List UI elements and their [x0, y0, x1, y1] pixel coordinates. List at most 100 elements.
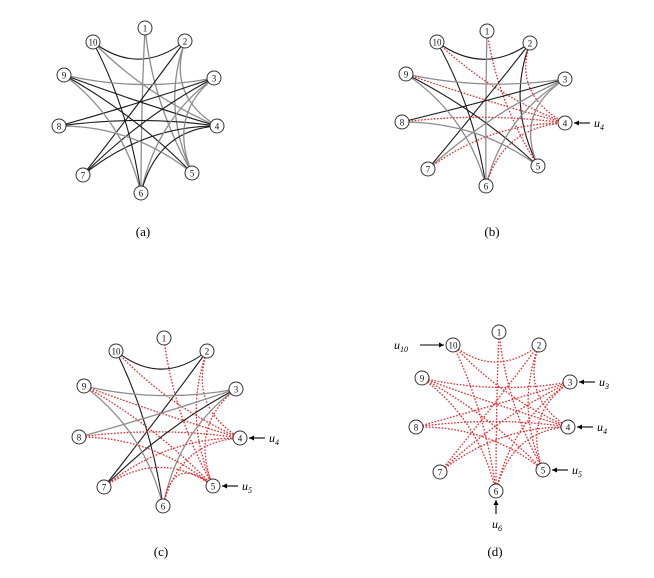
node-label: 1	[485, 27, 490, 37]
edge-b-5-3	[530, 78, 566, 167]
edge-c-10-6	[115, 350, 164, 507]
node-b-7: 7	[420, 161, 436, 177]
edge-c-9-3	[83, 385, 237, 397]
node-label: 4	[566, 423, 571, 433]
arrow-head	[577, 424, 582, 430]
node-circle	[432, 464, 448, 480]
edge-c-9-4	[83, 385, 241, 439]
node-circle	[76, 378, 92, 394]
edge-c-7-5	[103, 466, 214, 488]
node-a-10: 10	[85, 34, 101, 50]
annotation-u4: u4	[577, 420, 607, 436]
edge-b-10-6	[436, 41, 487, 187]
node-c-8: 8	[71, 429, 87, 445]
node-b-9: 9	[398, 66, 414, 82]
node-c-10: 10	[108, 343, 124, 359]
node-label: 6	[484, 182, 489, 192]
edge-b-7-4	[427, 122, 566, 170]
node-circle	[557, 115, 573, 131]
edge-c-10-4	[115, 350, 241, 439]
edge-b-10-2	[436, 41, 531, 60]
edge-a-10-2	[92, 40, 186, 60]
node-label: 2	[205, 347, 210, 357]
node-circle	[206, 70, 222, 86]
annotation-u5: u5	[222, 479, 252, 495]
node-label: 7	[438, 468, 443, 478]
edges	[401, 30, 566, 187]
node-d-10: 10	[445, 337, 461, 353]
edge-d-1-6	[495, 331, 500, 492]
node-d-2: 2	[531, 337, 547, 353]
node-d-3: 3	[562, 374, 578, 390]
annotation-label: u5	[242, 479, 252, 495]
edges	[78, 337, 241, 507]
node-circle	[408, 419, 424, 435]
edge-d-7-3	[439, 381, 571, 473]
node-circle	[232, 430, 248, 446]
node-label: 2	[183, 37, 188, 47]
node-circle	[530, 158, 546, 174]
edge-d-1-5	[498, 331, 544, 471]
edge-c-10-2	[115, 350, 208, 370]
node-b-4: 4	[557, 115, 573, 131]
node-label: 6	[161, 502, 166, 512]
edge-a-2-5	[174, 40, 193, 174]
edge-a-6-4	[140, 125, 218, 194]
node-b-6: 6	[478, 178, 494, 194]
node-d-8: 8	[408, 419, 424, 435]
annotation-u4: u4	[574, 116, 604, 132]
annotation-u4: u4	[249, 431, 279, 447]
node-b-3: 3	[557, 71, 573, 87]
node-circle	[531, 337, 547, 353]
edge-a-8-4	[58, 119, 218, 127]
arrow-head	[249, 435, 254, 441]
node-circle	[394, 114, 410, 130]
node-circle	[445, 337, 461, 353]
node-a-2: 2	[177, 33, 193, 49]
annotation-label: u10	[394, 338, 408, 354]
edges	[415, 331, 571, 492]
node-label: 10	[433, 38, 443, 48]
node-circle	[479, 23, 495, 39]
edge-d-10-4	[452, 344, 569, 428]
node-c-6: 6	[155, 498, 171, 514]
arrow-head	[574, 120, 579, 126]
node-circle	[137, 20, 153, 36]
node-label: 8	[414, 423, 419, 433]
node-circle	[184, 165, 200, 181]
edge-d-9-4	[421, 377, 569, 428]
edge-c-7-3	[103, 388, 237, 488]
node-label: 1	[497, 328, 502, 338]
edge-a-8-3	[58, 77, 215, 127]
node-label: 8	[77, 433, 82, 443]
node-label: 4	[238, 434, 243, 444]
node-label: 7	[426, 165, 431, 175]
edge-a-10-6	[92, 41, 142, 194]
edge-a-9-3	[63, 74, 215, 86]
node-label: 10	[89, 38, 99, 48]
caption-a: (a)	[136, 224, 150, 239]
node-label: 9	[62, 71, 67, 81]
node-label: 10	[112, 347, 122, 357]
node-circle	[96, 479, 112, 495]
edge-b-8-3	[401, 78, 566, 123]
node-circle	[535, 462, 551, 478]
edge-a-1-6	[140, 27, 146, 194]
node-c-9: 9	[76, 378, 92, 394]
node-circle	[228, 381, 244, 397]
node-label: 4	[215, 122, 220, 132]
node-label: 10	[449, 341, 459, 351]
node-a-8: 8	[51, 118, 67, 134]
node-label: 3	[568, 378, 573, 388]
node-label: 1	[143, 24, 148, 34]
edge-b-9-6	[405, 73, 487, 187]
edge-c-9-5	[83, 385, 214, 487]
node-b-5: 5	[530, 158, 546, 174]
edge-d-2-4	[533, 344, 569, 428]
edge-c-6-3	[162, 388, 237, 507]
node-a-7: 7	[75, 167, 91, 183]
